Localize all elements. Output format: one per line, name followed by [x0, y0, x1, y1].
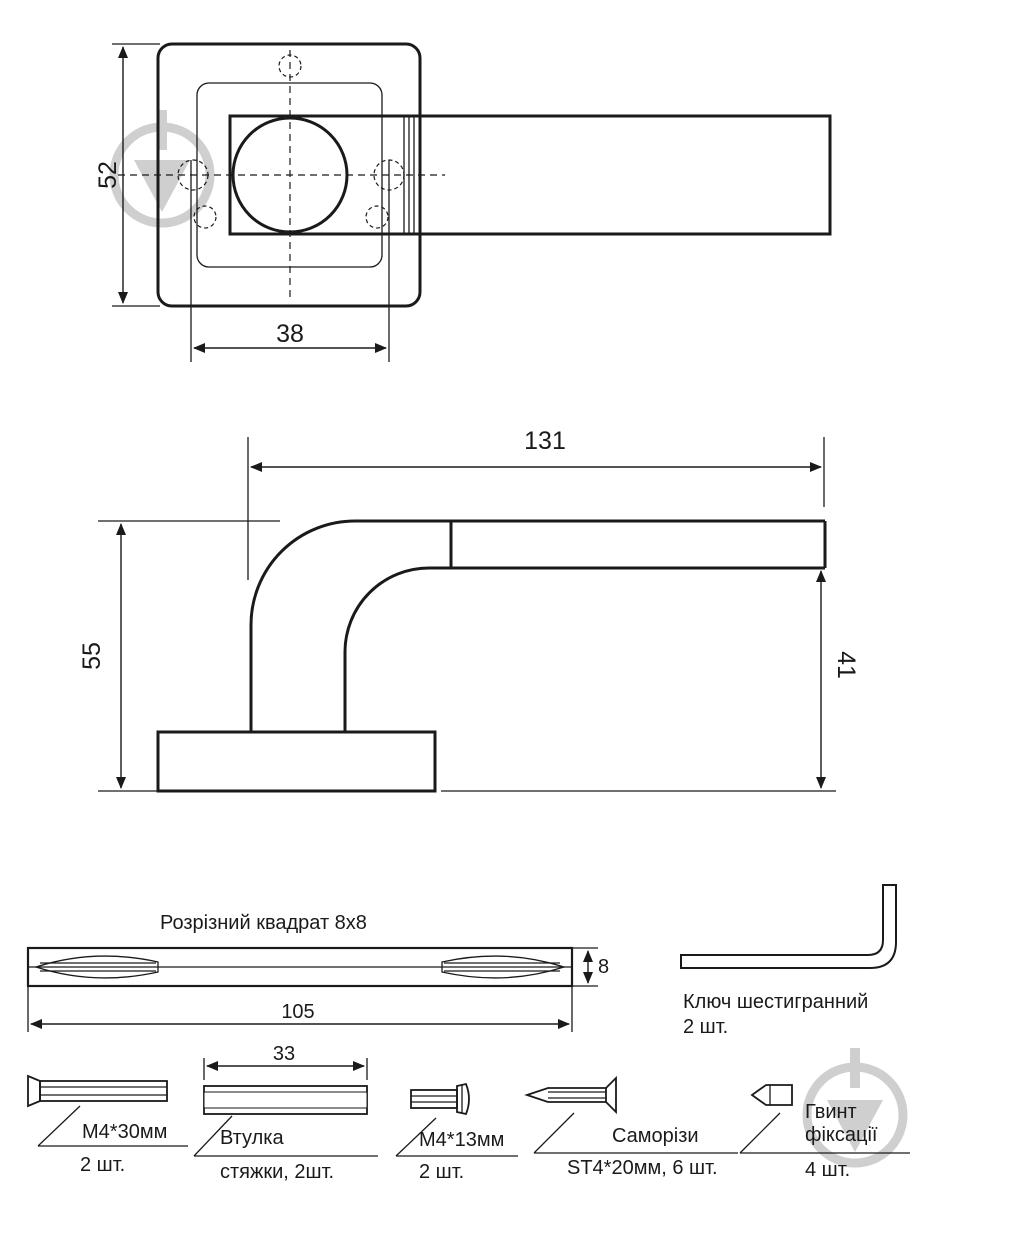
- part-sleeve: 33 Втулка стяжки, 2шт.: [193, 1043, 378, 1183]
- dim-rosette-height: 52: [94, 161, 122, 189]
- part-name: Втулка: [220, 1127, 284, 1149]
- rosette-side: [156, 730, 437, 793]
- hex-key: Ключ шестигранний 2 шт.: [680, 884, 897, 1038]
- lever-side-outer: [249, 519, 825, 732]
- part-qty: стяжки, 2шт.: [220, 1161, 334, 1183]
- hex-key-qty: 2 шт.: [683, 1016, 728, 1038]
- part-qty: 2 шт.: [80, 1154, 125, 1176]
- part-name: М4*30мм: [82, 1121, 167, 1143]
- part-name-line2: фіксації: [805, 1124, 878, 1146]
- part-name: М4*13мм: [419, 1129, 504, 1151]
- part-name: Саморізи: [612, 1125, 699, 1147]
- fixing-hole: [177, 159, 209, 191]
- dim-sleeve-length: 33: [273, 1043, 295, 1065]
- part-qty: 4 шт.: [805, 1159, 850, 1181]
- dim-lever-length: 131: [524, 427, 566, 455]
- part-self-tapping-screws: Саморізи ST4*20мм, 6 шт.: [524, 1075, 738, 1179]
- side-view: 131 55 41: [78, 427, 860, 793]
- lever-side-inner: [343, 566, 825, 732]
- dim-spindle-size: 8: [598, 956, 609, 978]
- watermark-logo-bottom: [802, 1048, 908, 1168]
- part-qty: ST4*20мм, 6 шт.: [567, 1157, 718, 1179]
- dim-spindle-length: 105: [281, 1001, 314, 1023]
- watermark-logo-top: [109, 110, 215, 228]
- part-set-screw: Гвинт фіксації 4 шт.: [739, 1084, 910, 1181]
- fixing-hole: [278, 54, 302, 78]
- dim-total-height: 55: [78, 642, 106, 670]
- hex-key-label: Ключ шестигранний: [683, 991, 868, 1013]
- spindle: Розрізний квадрат 8х8 8 105: [26, 912, 609, 1032]
- top-view: 52 38: [94, 42, 832, 362]
- part-m4x30: М4*30мм 2 шт.: [27, 1074, 188, 1176]
- part-m4x13: М4*13мм 2 шт.: [395, 1082, 518, 1183]
- lever-top: [228, 114, 832, 236]
- dim-hole-spacing: 38: [276, 320, 304, 348]
- part-qty: 2 шт.: [419, 1161, 464, 1183]
- fixing-hole: [365, 205, 389, 229]
- part-name-line1: Гвинт: [805, 1101, 857, 1123]
- dim-lever-height: 41: [832, 651, 860, 679]
- fixing-hole: [193, 205, 217, 229]
- spindle-title: Розрізний квадрат 8х8: [160, 912, 367, 934]
